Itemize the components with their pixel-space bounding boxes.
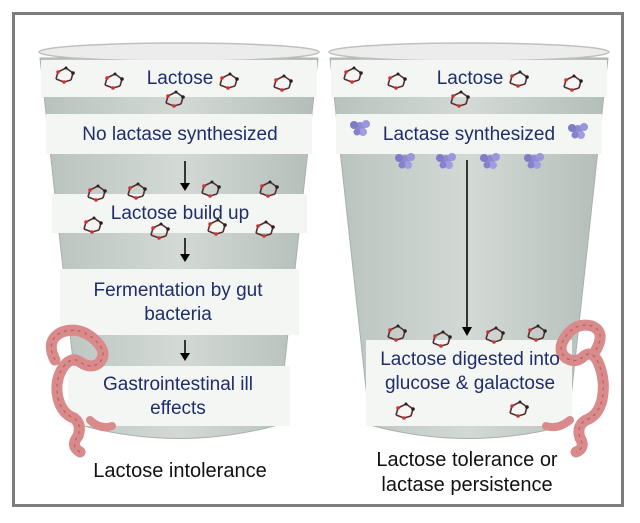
right-digested-label: Lactose digested into glucose & galactos… <box>380 349 560 394</box>
left-fermentation-label: Fermentation by gut bacteria <box>93 280 263 325</box>
left-gi-effects-label: Gastrointestinal ill effects <box>103 374 253 419</box>
left-lactose-label: Lactose <box>146 68 214 89</box>
right-lactose-label: Lactose <box>436 68 504 89</box>
left-caption: Lactose intolerance <box>93 460 267 482</box>
intestine-icon-right <box>542 319 609 458</box>
right-lactase-label: Lactase synthesized <box>382 124 556 145</box>
left-no-lactase-label: No lactase synthesized <box>82 124 278 145</box>
right-caption: Lactose tolerance or lactase persistence <box>376 449 558 496</box>
left-cup <box>38 42 320 439</box>
left-buildup-label: Lactose build up <box>110 203 250 224</box>
intestine-icon-left <box>45 324 116 458</box>
right-cup <box>328 42 610 439</box>
